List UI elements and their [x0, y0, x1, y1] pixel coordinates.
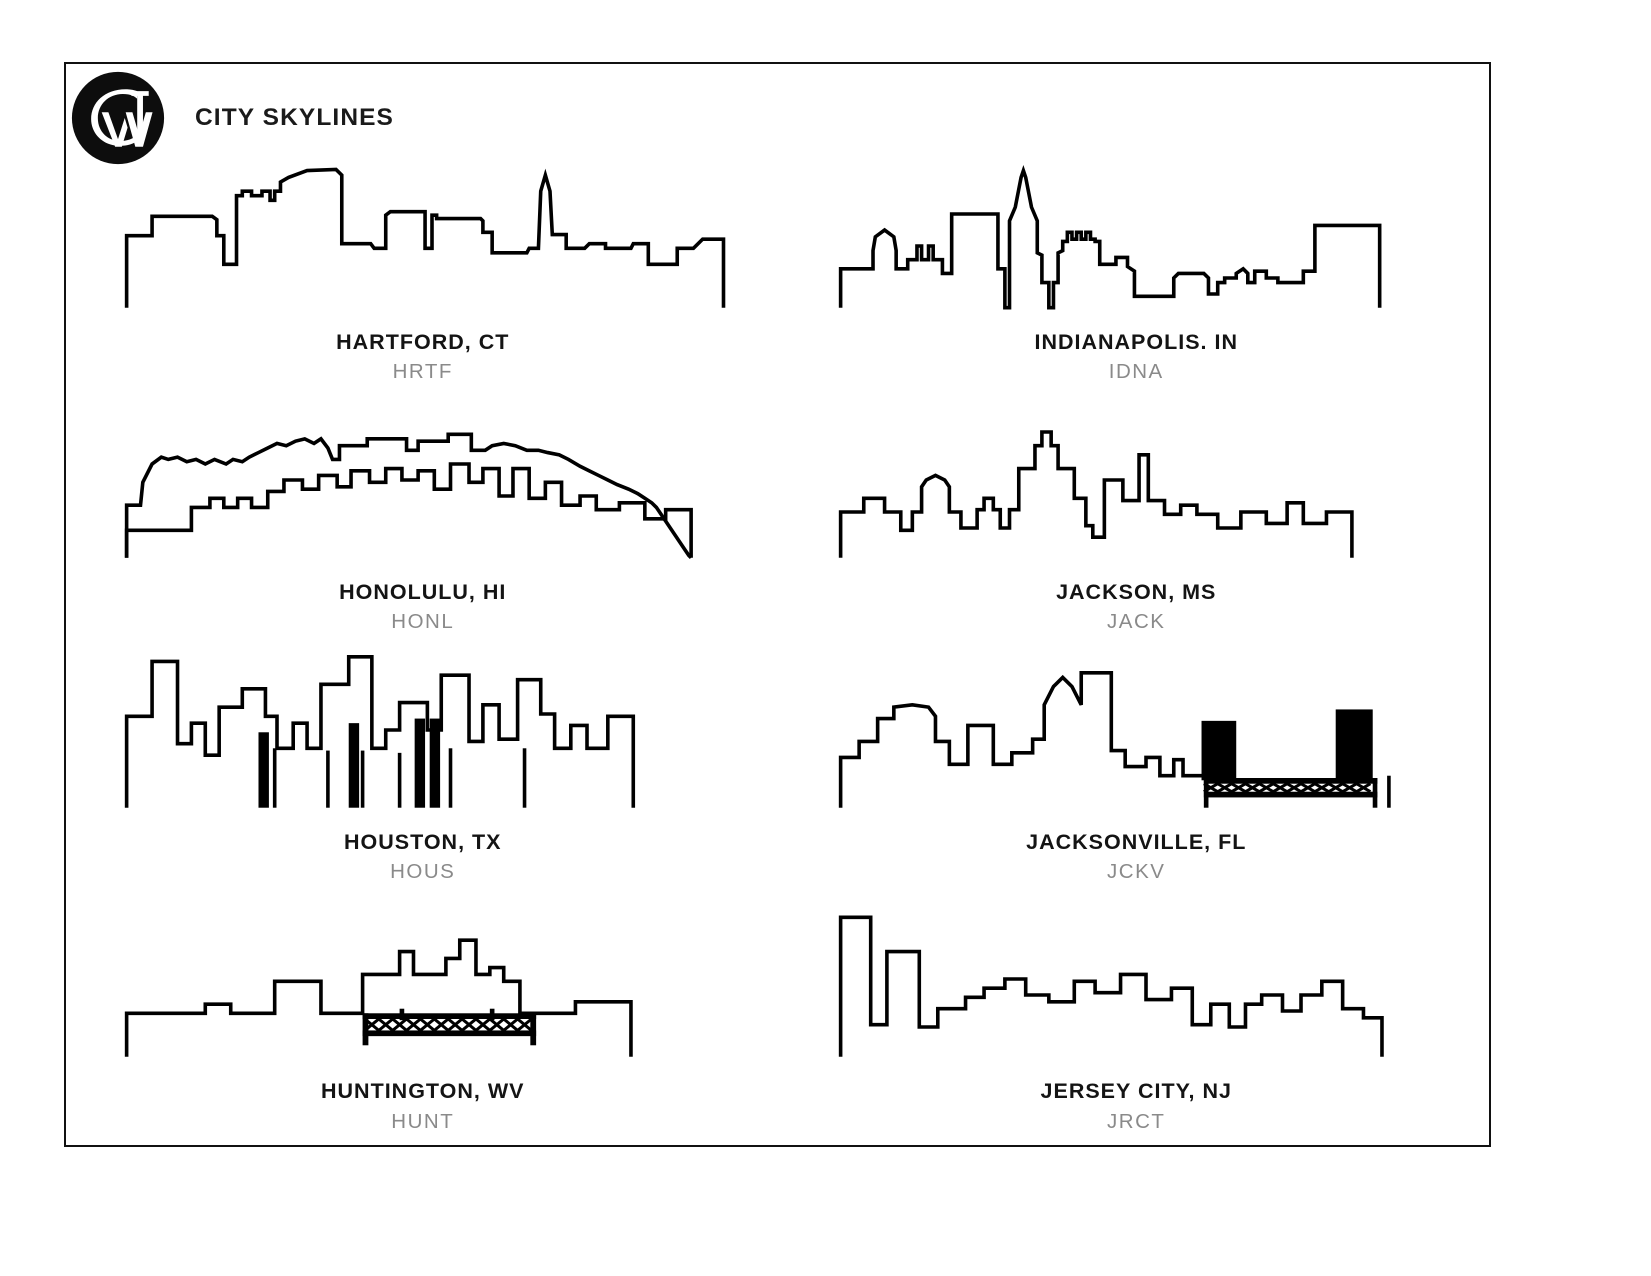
- city-name: HOUSTON, TX: [343, 829, 502, 854]
- city-name: JACKSONVILLE, FL: [1026, 829, 1247, 854]
- skyline-huntington-icon: [66, 899, 780, 1059]
- skyline-card-hartford[interactable]: HARTFORD, CT HRTF: [66, 150, 780, 400]
- city-name: INDIANAPOLIS. IN: [1034, 330, 1239, 354]
- cw-monogram-logo-icon: [71, 71, 165, 165]
- skyline-jerseycity-icon: [780, 899, 1494, 1059]
- city-code: HOUS: [390, 859, 456, 883]
- poster-frame: CITY SKYLINES HARTFORD, CT HRTF: [64, 62, 1491, 1147]
- page-title: CITY SKYLINES: [195, 104, 394, 131]
- skyline-card-jacksonville[interactable]: JACKSONVILLE, FL JCKV: [780, 650, 1494, 900]
- city-name: HUNTINGTON, WV: [320, 1079, 525, 1104]
- card-labels: HUNTINGTON, WV HUNT: [66, 1077, 780, 1135]
- city-code: JACK: [1107, 610, 1166, 634]
- city-name: JACKSON, MS: [1056, 579, 1217, 604]
- skyline-card-indianapolis[interactable]: INDIANAPOLIS. IN IDNA: [780, 150, 1494, 400]
- skyline-card-jackson[interactable]: JACKSON, MS JACK: [780, 400, 1494, 650]
- city-code: HRTF: [392, 360, 453, 384]
- card-labels: JERSEY CITY, NJ JRCT: [780, 1077, 1494, 1135]
- city-name: JERSEY CITY, NJ: [1040, 1079, 1232, 1104]
- card-labels: INDIANAPOLIS. IN IDNA: [780, 328, 1494, 386]
- skyline-indianapolis-icon: [780, 150, 1494, 310]
- city-code: IDNA: [1108, 360, 1164, 384]
- card-labels: HARTFORD, CT HRTF: [66, 328, 780, 386]
- skyline-card-houston[interactable]: HOUSTON, TX HOUS: [66, 650, 780, 900]
- city-name: HONOLULU, HI: [339, 579, 507, 604]
- city-code: JRCT: [1107, 1109, 1166, 1133]
- city-code: HUNT: [391, 1109, 455, 1133]
- card-labels: JACKSONVILLE, FL JCKV: [780, 828, 1494, 886]
- city-code: JCKV: [1107, 859, 1166, 883]
- skyline-honolulu-icon: [66, 400, 780, 560]
- city-name: HARTFORD, CT: [336, 330, 510, 354]
- skyline-jacksonville-icon: [780, 650, 1494, 810]
- card-labels: HOUSTON, TX HOUS: [66, 828, 780, 886]
- skyline-jackson-icon: [780, 400, 1494, 560]
- skyline-houston-icon: [66, 650, 780, 810]
- card-labels: HONOLULU, HI HONL: [66, 578, 780, 636]
- city-code: HONL: [391, 610, 455, 634]
- card-labels: JACKSON, MS JACK: [780, 578, 1494, 636]
- skyline-card-honolulu[interactable]: HONOLULU, HI HONL: [66, 400, 780, 650]
- skyline-card-jerseycity[interactable]: JERSEY CITY, NJ JRCT: [780, 899, 1494, 1149]
- skyline-card-huntington[interactable]: HUNTINGTON, WV HUNT: [66, 899, 780, 1149]
- skyline-grid: HARTFORD, CT HRTF INDIANAPOLIS. IN IDNA: [66, 150, 1493, 1149]
- header: CITY SKYLINES: [70, 70, 394, 166]
- skyline-hartford-icon: [66, 150, 780, 310]
